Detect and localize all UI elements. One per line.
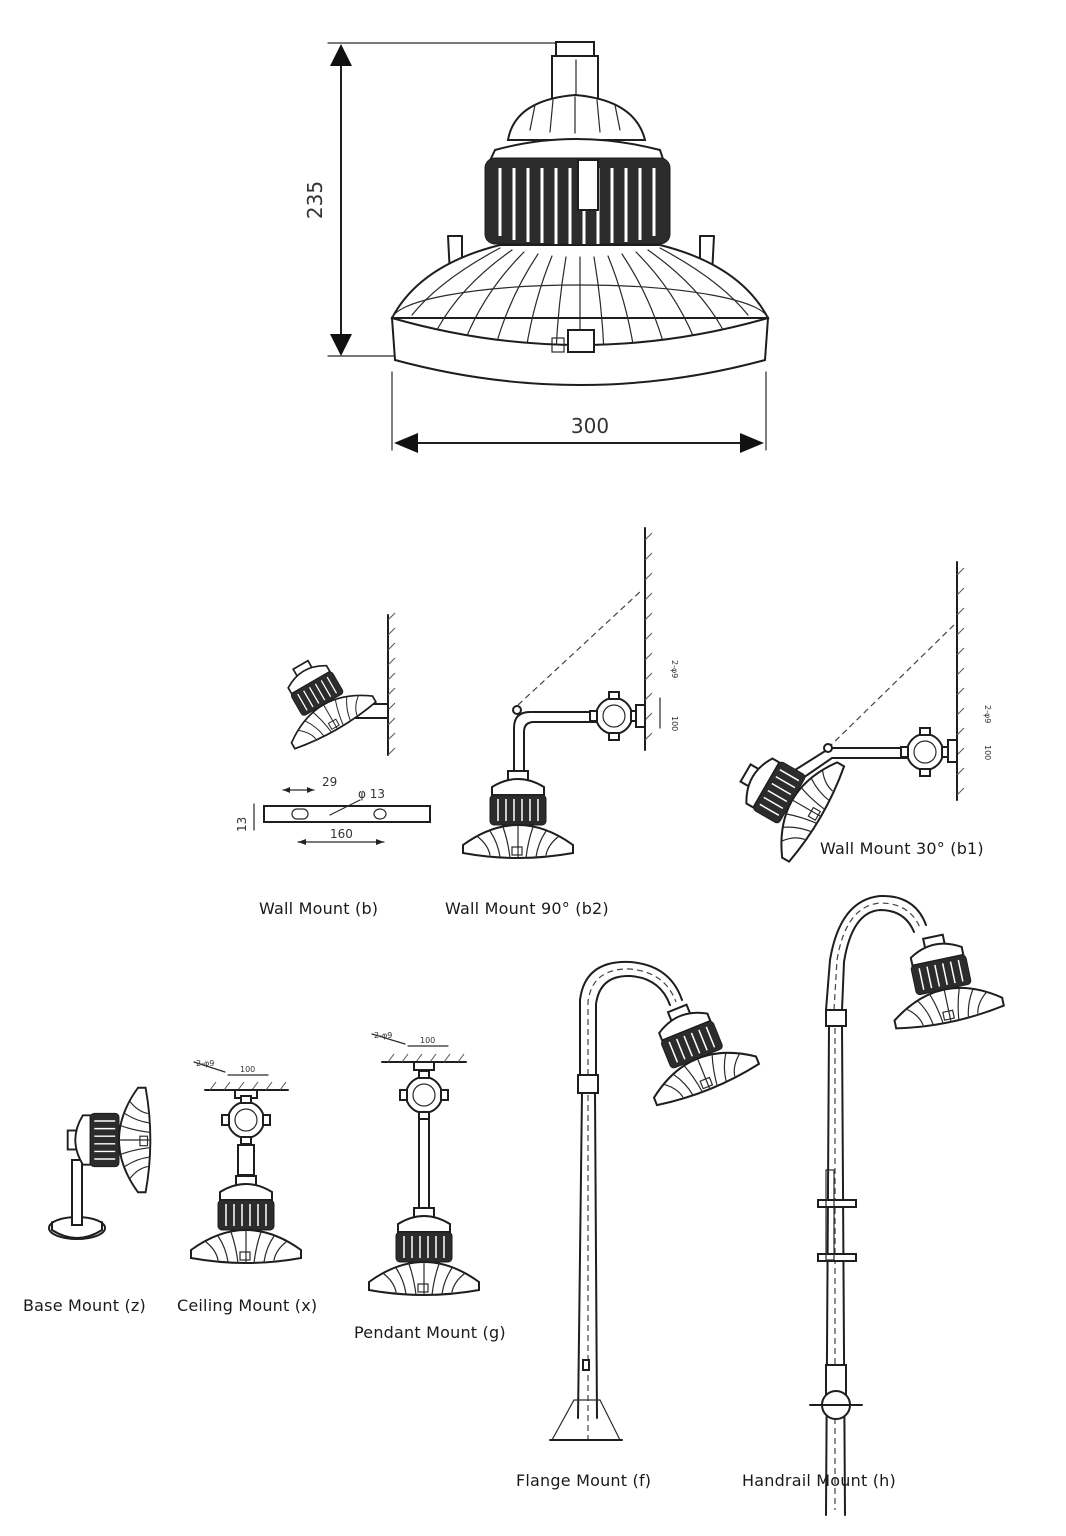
b1-width-dim: 100 xyxy=(983,745,992,760)
bracket-hole-dim: φ 13 xyxy=(358,787,385,801)
width-dimension: 300 xyxy=(571,414,609,438)
caption-wall-mount-30: Wall Mount 30° (b1) xyxy=(820,839,984,858)
main-luminaire-drawing: 235 300 xyxy=(303,41,770,453)
handrail-mount-h-drawing xyxy=(809,894,1006,1516)
caption-handrail-mount: Handrail Mount (h) xyxy=(742,1471,896,1490)
pendant-width-dim: 100 xyxy=(420,1036,435,1045)
caption-ceiling-mount: Ceiling Mount (x) xyxy=(177,1296,318,1315)
ceiling-width-dim: 100 xyxy=(240,1065,255,1074)
b2-width-dim: 100 xyxy=(670,716,679,731)
pendant-mount-g-drawing: 2-φ9 100 xyxy=(368,1031,480,1296)
caption-base-mount: Base Mount (z) xyxy=(23,1296,146,1315)
b2-bolts-dim: 2-φ9 xyxy=(670,660,679,678)
bracket-spacing-dim: 160 xyxy=(330,827,353,841)
ceiling-bolts-dim: 2-φ9 xyxy=(196,1059,214,1068)
caption-pendant-mount: Pendant Mount (g) xyxy=(354,1323,506,1342)
b1-bolts-dim: 2-φ9 xyxy=(983,705,992,723)
caption-wall-mount: Wall Mount (b) xyxy=(259,899,379,918)
wall-mount-b1-drawing: 100 2-φ9 xyxy=(717,561,992,866)
flange-mount-f-drawing xyxy=(549,960,762,1441)
base-mount-z-drawing xyxy=(48,1086,152,1240)
wall-mount-b2-drawing: 100 2-φ9 xyxy=(462,527,679,859)
wall-mount-b-drawing: 29 φ 13 13 160 xyxy=(235,612,431,845)
caption-flange-mount: Flange Mount (f) xyxy=(516,1471,652,1490)
bracket-height-dim: 13 xyxy=(235,817,249,832)
bracket-slot-dim: 29 xyxy=(322,775,337,789)
caption-wall-mount-90: Wall Mount 90° (b2) xyxy=(445,899,609,918)
ceiling-mount-x-drawing: 2-φ9 100 xyxy=(190,1059,302,1264)
height-dimension: 235 xyxy=(303,181,327,219)
pendant-bolts-dim: 2-φ9 xyxy=(374,1031,392,1040)
